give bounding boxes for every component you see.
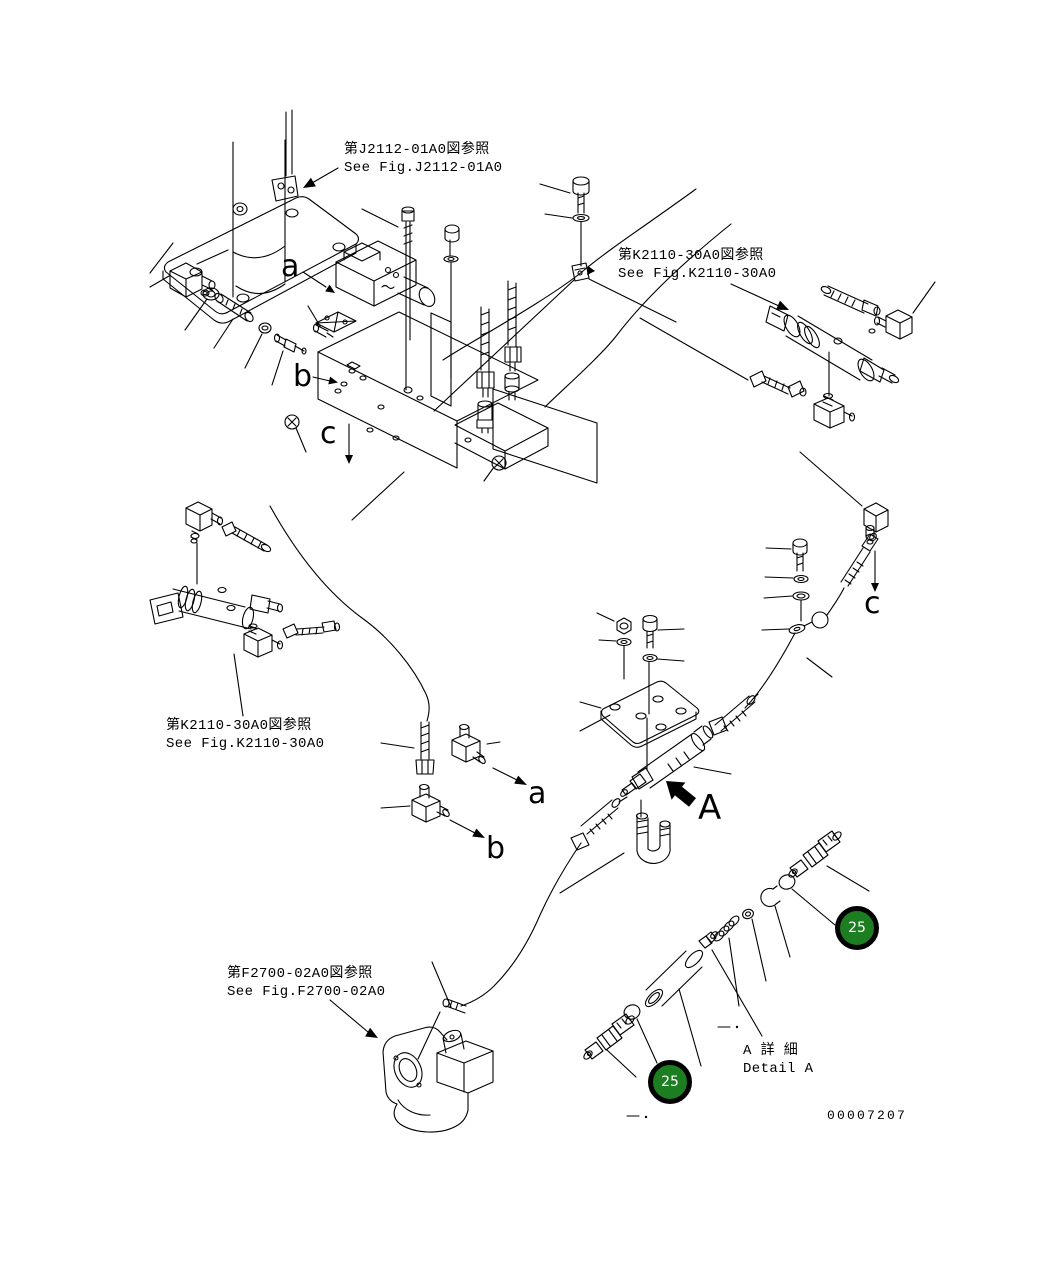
ring-fitting-1: [184, 287, 220, 331]
hose-clamp: [433, 262, 677, 412]
ref-label-k2110-top-en: See Fig.K2110-30A0: [618, 266, 777, 282]
elbow-fitting-midleft: [185, 501, 224, 585]
elbow-below-accumulator: [813, 392, 856, 429]
hose-threaded-segment: [570, 796, 628, 851]
detail-plug: [698, 931, 763, 1037]
direction-arrow-b1: [312, 376, 338, 385]
screw-right: [483, 455, 507, 482]
detail-a-marker: A: [698, 788, 722, 828]
part-callout-25-a[interactable]: 25: [835, 906, 879, 950]
threaded-stud: [380, 721, 435, 775]
ref-label-k2110-top: 第K2110-30A0図参照 See Fig.K2110-30A0: [618, 247, 776, 283]
assembly-marker-c-2: c: [864, 586, 881, 621]
elbow-fitting-a: [451, 723, 501, 765]
hose-sweep-left: [269, 505, 430, 722]
tube-and-flange: [149, 139, 360, 324]
hose-curves-top: [442, 188, 732, 408]
plug-fitting-small: [307, 305, 334, 338]
ref-label-k2110-left: 第K2110-30A0図参照 See Fig.K2110-30A0: [166, 717, 324, 753]
detail-nut: [742, 908, 767, 982]
hose-end-fitting: [431, 961, 467, 1014]
assembly-marker-a-1: a: [281, 249, 300, 284]
washer-c1: [764, 574, 809, 584]
assembly-marker-b-2: b: [486, 831, 506, 866]
u-tube: [559, 812, 671, 894]
clamp-block: [271, 109, 299, 202]
elbow-below-solenoid: [233, 623, 284, 717]
threaded-tube-topright: [820, 285, 881, 317]
f2700-leader-arrow: [329, 999, 378, 1038]
plate-bolt: [642, 614, 685, 649]
hex-nut: [596, 612, 632, 635]
screw-left: [284, 414, 307, 453]
assembly-marker-b-1: b: [293, 359, 313, 394]
detail-a-label-jp: A 詳 細: [743, 1043, 799, 1059]
accumulator-body: [765, 305, 900, 397]
long-bolts-right: [476, 280, 522, 434]
ref-label-f2700-en: See Fig.F2700-02A0: [227, 984, 386, 1000]
threaded-rod-midleft: [221, 521, 272, 553]
elbow-fitting-topleft: [149, 249, 229, 298]
elbow-fitting-b: [380, 783, 450, 823]
hose-threaded-right: [708, 657, 833, 736]
direction-arrow-b2: [449, 819, 485, 838]
detail-ball-2: [623, 1004, 658, 1064]
doc-number: 00007207: [827, 1108, 908, 1123]
detail-a-label: A 詳 細 Detail A: [743, 1042, 813, 1078]
valve-block: [317, 311, 598, 521]
ref-label-j2112: 第J2112-01A0図参照 See Fig.J2112-01A0: [344, 141, 502, 177]
assembly-marker-a-2: a: [528, 776, 547, 811]
k2110-top-leader-arrow: [730, 283, 789, 310]
washer-c2: [763, 591, 810, 622]
detail-a-arrow: [666, 781, 696, 807]
direction-arrow-c1: [345, 423, 353, 464]
ref-label-k2110-left-jp: 第K2110-30A0図参照: [166, 718, 312, 734]
detail-ball-1: [778, 874, 836, 926]
washer-1: [598, 637, 632, 680]
detail-fitting-top: [788, 830, 870, 892]
connector-fitting: [271, 333, 307, 386]
threaded-hose-midleft: [282, 620, 341, 639]
bolts-top-center: [361, 176, 590, 391]
ref-label-f2700: 第F2700-02A0図参照 See Fig.F2700-02A0: [227, 965, 385, 1001]
washer-2: [642, 653, 685, 715]
elbow-fitting-c: [799, 451, 889, 545]
centerline-marks: [626, 1025, 739, 1119]
mounting-plate: [579, 680, 700, 771]
bolt-c: [765, 538, 808, 572]
j2112-leader-arrow: [303, 167, 339, 188]
direction-arrow-a1: [302, 271, 335, 293]
ref-label-k2110-left-en: See Fig.K2110-30A0: [166, 736, 325, 752]
detail-snap-ring: [760, 885, 791, 958]
pin-cylinder: [213, 292, 254, 349]
solenoid-valve-midleft: [149, 585, 284, 630]
valve-cartridge: [620, 725, 732, 818]
detail-fitting-bottom: [583, 1013, 637, 1078]
ref-label-j2112-jp: 第J2112-01A0図参照: [344, 142, 490, 158]
solenoid-valve-top: [315, 240, 436, 333]
banjo-fitting: [744, 587, 845, 709]
hose-sweep-bottom: [460, 842, 582, 1007]
hose-fitting-right: [639, 317, 807, 398]
assembly-marker-c-1: c: [320, 416, 337, 451]
direction-arrow-a2: [492, 767, 527, 785]
part-callout-25-b[interactable]: 25: [648, 1060, 692, 1104]
direction-arrow-c2: [871, 550, 879, 592]
detail-sleeve: [644, 949, 704, 1067]
ref-label-f2700-jp: 第F2700-02A0図参照: [227, 966, 373, 982]
ref-label-j2112-en: See Fig.J2112-01A0: [344, 160, 503, 176]
cast-elbow-manifold: [382, 1011, 494, 1133]
threaded-rod-c: [840, 532, 879, 587]
ring-fitting-2: [244, 322, 272, 369]
detail-a-label-en: Detail A: [743, 1061, 814, 1077]
elbow-cube-topright: [868, 281, 936, 340]
ref-label-k2110-top-jp: 第K2110-30A0図参照: [618, 248, 764, 264]
